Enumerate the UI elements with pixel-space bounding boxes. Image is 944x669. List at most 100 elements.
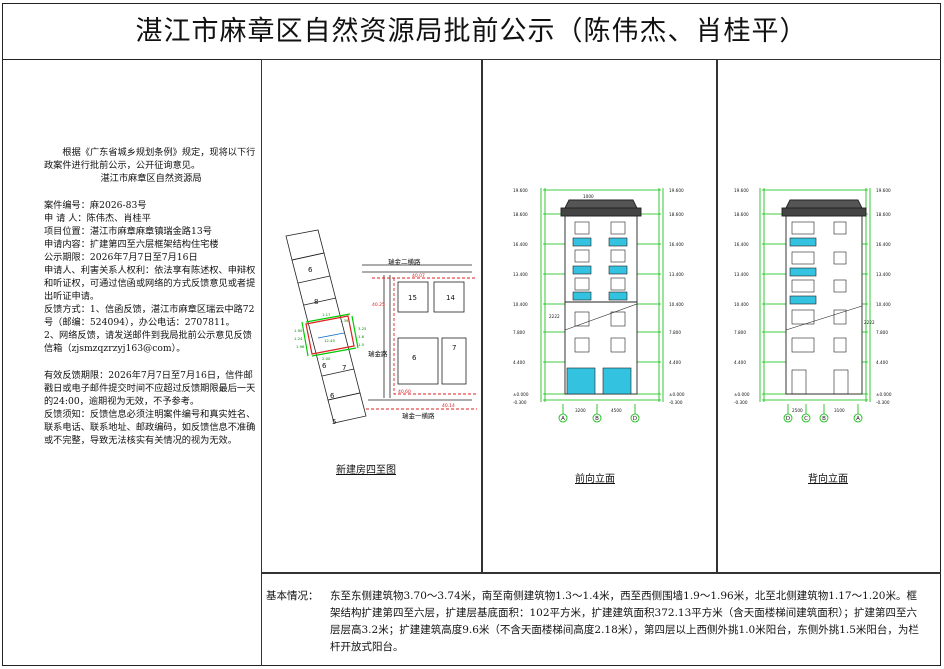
level-label: 10.400	[876, 302, 891, 307]
level-label: 18.600	[669, 212, 684, 217]
level-label: 10.400	[669, 302, 684, 307]
level-label: 4.400	[734, 360, 746, 365]
lot-label: 5	[332, 418, 336, 426]
back-elevation-drawing: D C B A 19.600 18.600 16.400 13.400 10.4…	[734, 188, 892, 423]
level-label: -0.300	[513, 400, 527, 405]
site-plan-drawing: 6 8 6 6 7 5 15 14 6 7 瑞金二横路 瑞金路 瑞金一横路 40…	[285, 229, 477, 426]
dimension-label: 40.07	[412, 273, 425, 279]
axis-label: C	[804, 416, 808, 422]
notice-issuer: 湛江市麻章区自然资源局	[100, 173, 202, 184]
dimension-mark: 2500	[792, 408, 803, 413]
feedback-email: 2、网络反馈，请发送邮件到我局批前公示意见反馈信箱（zjsmzqzrzyj163…	[44, 330, 252, 354]
notice-intro: 根据《广东省城乡规划条例》规定，现将以下行政案件进行批前公示，公开征询意见。	[44, 147, 256, 171]
lot-label: 6	[322, 362, 327, 370]
dimension-label: 40.25	[372, 302, 385, 308]
basic-info-label: 基本情况：	[266, 590, 319, 602]
road-label: 瑞金一横路	[402, 411, 435, 420]
level-label: 13.400	[876, 272, 891, 277]
lot-label: 15	[408, 294, 417, 302]
level-label: 13.400	[734, 272, 749, 277]
level-label: 7.800	[734, 330, 746, 335]
dimension-label: 3.25	[358, 326, 367, 331]
level-label: -0.300	[876, 400, 890, 405]
lot-label: 6	[330, 392, 335, 400]
feedback-requirements: 反馈须知：反馈信息必须注明案件编号和真实姓名、联系电话、联系地址、邮政编码，如反…	[44, 409, 256, 446]
lot-label: 6	[412, 354, 417, 362]
site-plan-caption: 新建房四至图	[336, 465, 396, 476]
applicant: 申 请 人：陈伟杰、肖桂平	[44, 213, 151, 224]
front-elevation-panel	[482, 59, 717, 573]
level-label: -0.300	[734, 400, 748, 405]
front-elevation-caption: 前向立面	[575, 474, 615, 485]
level-label: 16.400	[669, 242, 684, 247]
dimension-label: 1.39	[340, 318, 349, 323]
dimension-label: 40.14	[442, 403, 455, 409]
level-label: ±0.000	[734, 392, 750, 397]
dimension-label: 1.96	[296, 344, 305, 349]
case-number: 案件编号：麻2026-83号	[44, 200, 147, 211]
dimension-mark: 3200	[575, 408, 586, 413]
level-label: 18.600	[513, 212, 528, 217]
page-title: 湛江市麻章区自然资源局批前公示（陈伟杰、肖桂平）	[3, 4, 940, 60]
lot-label: 7	[452, 344, 456, 352]
dimension-label: 1.6	[358, 334, 365, 339]
axis-label: A	[561, 416, 565, 422]
level-label: 19.600	[876, 188, 891, 193]
road-label: 瑞金二横路	[388, 257, 421, 266]
level-label: 7.800	[669, 330, 681, 335]
axis-label: B	[595, 416, 599, 422]
dimension-label: 40.60	[398, 389, 411, 395]
dimension-label: 1.24	[294, 336, 303, 341]
level-label: ±0.000	[876, 392, 892, 397]
level-label: 19.600	[669, 188, 684, 193]
lot-label: 6	[308, 266, 313, 274]
lot-label: 7	[342, 364, 346, 372]
basic-info-panel	[261, 573, 941, 666]
level-label: 10.400	[513, 302, 528, 307]
dimension-mark: 1000	[583, 194, 594, 199]
level-label: 18.600	[734, 212, 749, 217]
level-label: 4.400	[669, 360, 681, 365]
dimension-label: 1.0	[358, 342, 365, 347]
axis-label: D	[633, 416, 637, 422]
level-label: 18.600	[876, 212, 891, 217]
notice-period: 公示期限：2026年7月7日至7月16日	[44, 252, 198, 263]
dimension-mark: 3100	[834, 408, 845, 413]
dimension-label: 1.90	[294, 328, 303, 333]
road-label: 瑞金路	[368, 349, 388, 358]
level-label: ±0.000	[513, 392, 529, 397]
level-label: 13.400	[669, 272, 684, 277]
dimension-mark: 2222	[549, 314, 560, 319]
level-label: 4.400	[513, 360, 525, 365]
level-label: ±0.000	[669, 392, 685, 397]
axis-label: B	[822, 416, 826, 422]
level-label: -0.300	[669, 400, 683, 405]
dimension-label: 2.00	[322, 356, 331, 361]
site-plan-panel	[261, 59, 482, 573]
level-label: 13.400	[513, 272, 528, 277]
feedback-letter: 反馈方式：1、信函反馈，湛江市麻章区瑞云中路72号（邮编：524094），办公电…	[44, 304, 255, 328]
level-label: 16.400	[513, 242, 528, 247]
dimension-mark: 4500	[611, 408, 622, 413]
axis-label: A	[856, 416, 860, 422]
level-label: 10.400	[734, 302, 749, 307]
level-label: 16.400	[734, 242, 749, 247]
basic-info-text: 东至东侧建筑物3.70～3.74米，南至南侧建筑物1.3～1.4米，西至西侧围墙…	[330, 590, 919, 653]
rights-text: 申请人、利害关系人权利：依法享有陈述权、申辩权和听证权，可通过信函或网络的方式反…	[44, 265, 256, 302]
level-label: 7.800	[876, 330, 888, 335]
notice-text: 根据《广东省城乡规划条例》规定，现将以下行政案件进行批前公示，公开征询意见。 湛…	[44, 146, 258, 447]
level-label: 4.400	[876, 360, 888, 365]
lot-label: 14	[446, 294, 455, 302]
dimension-label: 12.45	[324, 338, 335, 343]
axis-label: D	[786, 416, 790, 422]
valid-period: 有效反馈期限：2026年7月7日至7月16日，信件邮戳日或电子邮件提交时间不应超…	[44, 370, 256, 407]
front-elevation-drawing: A B D 19.600 18.600 16.400 13.400 10.400…	[513, 188, 685, 423]
project-location: 项目位置：湛江市麻章麻章镇瑞金路13号	[44, 226, 212, 237]
notice-board: 湛江市麻章区自然资源局批前公示（陈伟杰、肖桂平）	[2, 3, 941, 666]
basic-info: 基本情况： 东至东侧建筑物3.70～3.74米，南至南侧建筑物1.3～1.4米，…	[266, 588, 926, 656]
dimension-mark: 2222	[864, 320, 875, 325]
back-elevation-caption: 背向立面	[808, 474, 848, 485]
back-elevation-panel	[717, 59, 941, 573]
dimension-label: 1.17	[322, 312, 331, 317]
level-label: 16.400	[876, 242, 891, 247]
